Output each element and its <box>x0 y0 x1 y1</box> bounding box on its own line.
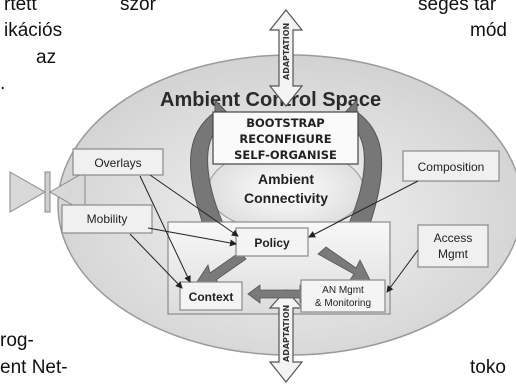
policy-label: Policy <box>254 236 290 250</box>
arrow-mobility-context <box>129 233 183 289</box>
text-fragment: ször <box>120 0 156 15</box>
overlays-box: Overlays <box>72 148 164 176</box>
text-fragment: rtett <box>4 0 37 15</box>
left-connector-icon <box>9 171 86 213</box>
monitoring-label: & Monitoring <box>315 298 371 309</box>
arrow-overlays-context <box>139 175 191 283</box>
context-label: Context <box>189 290 234 304</box>
adaptation-bottom-arrow: ADAPTATION <box>268 289 304 383</box>
text-fragment: toko <box>470 357 506 378</box>
text-fragment: ent Net- <box>0 357 68 378</box>
an-mgmt-box: AN Mgmt & Monitoring <box>300 279 386 313</box>
overlays-label: Overlays <box>94 156 141 170</box>
text-fragment: rog- <box>0 330 34 351</box>
bootstrap-label: BOOTSTRAP <box>246 116 324 130</box>
context-box: Context <box>179 281 243 311</box>
diagram-title: Ambient Control Space <box>160 89 381 111</box>
connectivity-label: Connectivity <box>244 190 328 206</box>
arrow-access-anmgmt <box>386 249 419 293</box>
double-arrow-policy-anmgmt <box>317 246 371 281</box>
arrow-mobility-policy <box>147 227 237 247</box>
access-mgmt-box: Access Mgmt <box>417 224 489 268</box>
text-fragment: . <box>0 73 6 94</box>
self-organise-label: SELF-ORGANISE <box>234 148 337 162</box>
policy-box: Policy <box>235 227 309 257</box>
arrow-composition-policy <box>308 180 419 238</box>
adaptation-bottom-label: ADAPTATION <box>282 305 291 362</box>
mobility-label: Mobility <box>87 212 128 226</box>
reconfigure-label: RECONFIGURE <box>239 132 331 146</box>
text-fragment: ikációs <box>4 20 63 41</box>
access-label: Access <box>434 231 473 245</box>
composition-box: Composition <box>402 150 500 182</box>
mgmt-label: Mgmt <box>438 247 469 261</box>
adaptation-top-label: ADAPTATION <box>282 23 291 80</box>
an-mgmt-label: AN Mgmt <box>322 285 364 296</box>
text-fragment: mód <box>470 20 507 41</box>
text-fragment: az <box>36 47 57 68</box>
ambient-label: Ambient <box>258 171 314 187</box>
adaptation-top-arrow: ADAPTATION <box>268 9 304 107</box>
arrow-overlays-policy <box>149 174 239 237</box>
bootstrap-box <box>212 111 359 165</box>
text-fragment: séges tar <box>418 0 497 15</box>
composition-label: Composition <box>418 160 485 174</box>
mobility-box: Mobility <box>61 204 153 234</box>
